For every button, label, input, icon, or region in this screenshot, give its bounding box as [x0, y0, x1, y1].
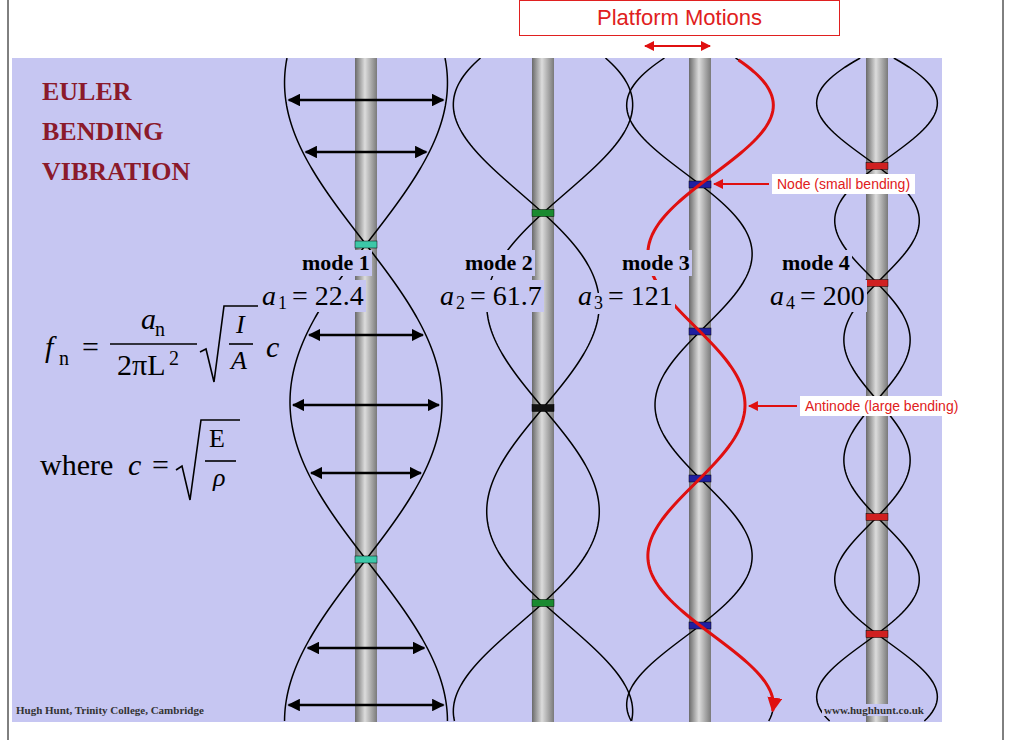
root-sign	[200, 306, 258, 382]
mode-label: mode 2	[463, 250, 535, 276]
node-mark	[532, 405, 554, 412]
formula-symbol: 2πL	[117, 348, 165, 382]
fraction-bar	[229, 343, 253, 345]
amplitude-arrow	[309, 334, 423, 337]
root-sign	[176, 420, 240, 500]
coefficient-symbol: a	[770, 280, 784, 312]
mode-shape-curve	[453, 58, 632, 721]
url-text: www.hughhunt.co.uk	[822, 704, 926, 716]
node-mark	[355, 556, 377, 563]
mode-shape-curve	[817, 58, 938, 721]
superscript: 2	[169, 347, 179, 370]
amplitude-arrow	[311, 472, 421, 475]
node-mark	[532, 600, 554, 607]
amplitude-arrow	[306, 151, 427, 154]
platform-deflection-curve	[648, 60, 773, 711]
formula-symbol: a	[141, 302, 156, 336]
formula-symbol: I	[236, 310, 245, 340]
subscript: n	[155, 318, 165, 341]
beam	[689, 58, 711, 722]
diagram-title: EULER BENDING VIBRATION	[42, 72, 202, 192]
callout-text: Node (small bending)	[777, 176, 910, 192]
node-mark	[866, 514, 888, 521]
beam	[355, 58, 377, 722]
callout-text: Antinode (large bending)	[805, 398, 958, 414]
node-mark	[866, 631, 888, 638]
subscript: 2	[456, 293, 465, 314]
coefficient-value: = 22.4	[292, 280, 366, 312]
node-mark	[866, 280, 888, 287]
formula-symbol: =	[82, 330, 99, 364]
node-mark	[355, 241, 377, 248]
mode-shape-curve	[817, 58, 938, 721]
coefficient-value: = 200	[800, 280, 867, 312]
amplitude-arrow	[289, 704, 444, 707]
platform-motions-box: Platform Motions	[519, 0, 840, 36]
amplitude-arrow	[293, 404, 439, 407]
leader-arrow	[714, 183, 769, 185]
mode-label: mode 4	[780, 250, 852, 276]
background-panel	[12, 58, 942, 722]
subscript: 3	[594, 293, 603, 314]
callout-box: Antinode (large bending)	[800, 396, 963, 416]
node-mark	[866, 163, 888, 170]
coefficient-symbol: a	[262, 280, 276, 312]
mode-shape-curve	[648, 58, 773, 721]
subscript: n	[59, 347, 69, 370]
credit-text: Hugh Hunt, Trinity College, Cambridge	[14, 704, 206, 716]
callout-box: Node (small bending)	[772, 174, 915, 194]
fraction-bar	[110, 343, 197, 345]
mode-label: mode 1	[300, 250, 372, 276]
frame-line	[8, 0, 9, 740]
formula-symbol: E	[209, 424, 225, 454]
motion-arrow	[645, 45, 710, 47]
formula-symbol: c	[128, 448, 141, 482]
coefficient-value: = 61.7	[470, 280, 544, 312]
coefficient-symbol: a	[440, 280, 454, 312]
mode-shape-curve	[453, 58, 632, 721]
callout-text: Platform Motions	[597, 5, 762, 31]
mode-shape-curve	[285, 58, 442, 721]
coefficient-symbol: a	[578, 280, 592, 312]
formula-symbol: =	[152, 448, 169, 482]
formula-symbol: f	[45, 330, 53, 364]
beam	[532, 58, 554, 722]
formula-symbol: ρ	[213, 463, 225, 493]
amplitude-arrow	[289, 99, 444, 102]
mode-label: mode 3	[620, 250, 692, 276]
fraction-bar	[205, 460, 236, 462]
leader-arrow	[749, 405, 797, 407]
subscript: 1	[278, 293, 287, 314]
formula-symbol: A	[231, 346, 247, 376]
coefficient-value: = 121	[608, 280, 675, 312]
node-mark	[532, 210, 554, 217]
frame-line	[1003, 0, 1004, 740]
amplitude-arrow	[308, 647, 424, 650]
subscript: 4	[786, 293, 795, 314]
mode-shape-curve	[290, 58, 447, 721]
formula-word: where	[40, 448, 113, 482]
formula-symbol: c	[266, 330, 279, 364]
